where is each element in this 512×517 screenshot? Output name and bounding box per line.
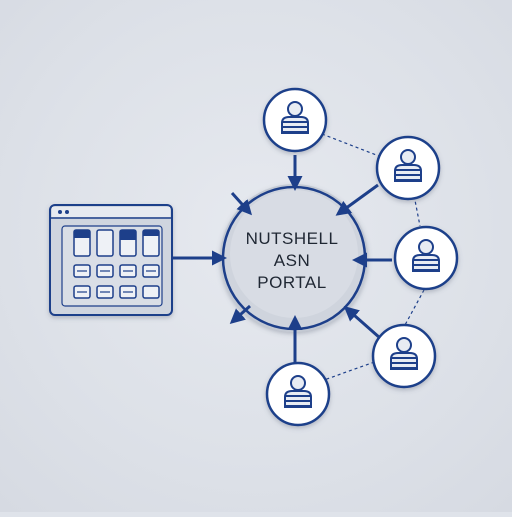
arrow-user2-to-hub (335, 183, 379, 216)
dashed-link-4-5 (323, 359, 381, 381)
arrow-user4-to-hub (343, 306, 381, 340)
arrow-into-hub-upper-left (230, 191, 253, 216)
user-icon (390, 337, 418, 370)
connection-arrows (172, 155, 392, 362)
dashboard-window-icon (49, 204, 173, 316)
arrow-out-hub-lower-left (229, 304, 251, 324)
user-node (393, 225, 459, 291)
user-icon (281, 101, 309, 134)
dashed-link-3-4 (404, 289, 425, 326)
user-node (265, 361, 331, 427)
user-icon (284, 375, 312, 408)
user-node (262, 87, 328, 153)
user-node (371, 323, 437, 389)
user-node (375, 135, 441, 201)
portal-label-line2: ASN (273, 251, 311, 270)
user-icon (412, 239, 440, 272)
portal-label-line3: PORTAL (257, 273, 327, 292)
user-nodes (262, 87, 459, 427)
portal-label-line1: NUTSHELL (245, 229, 339, 248)
portal-label: NUTSHELL ASN PORTAL (232, 228, 352, 294)
portal-hub (220, 184, 368, 332)
user-icon (394, 149, 422, 182)
dashed-link-1-2 (321, 133, 385, 159)
